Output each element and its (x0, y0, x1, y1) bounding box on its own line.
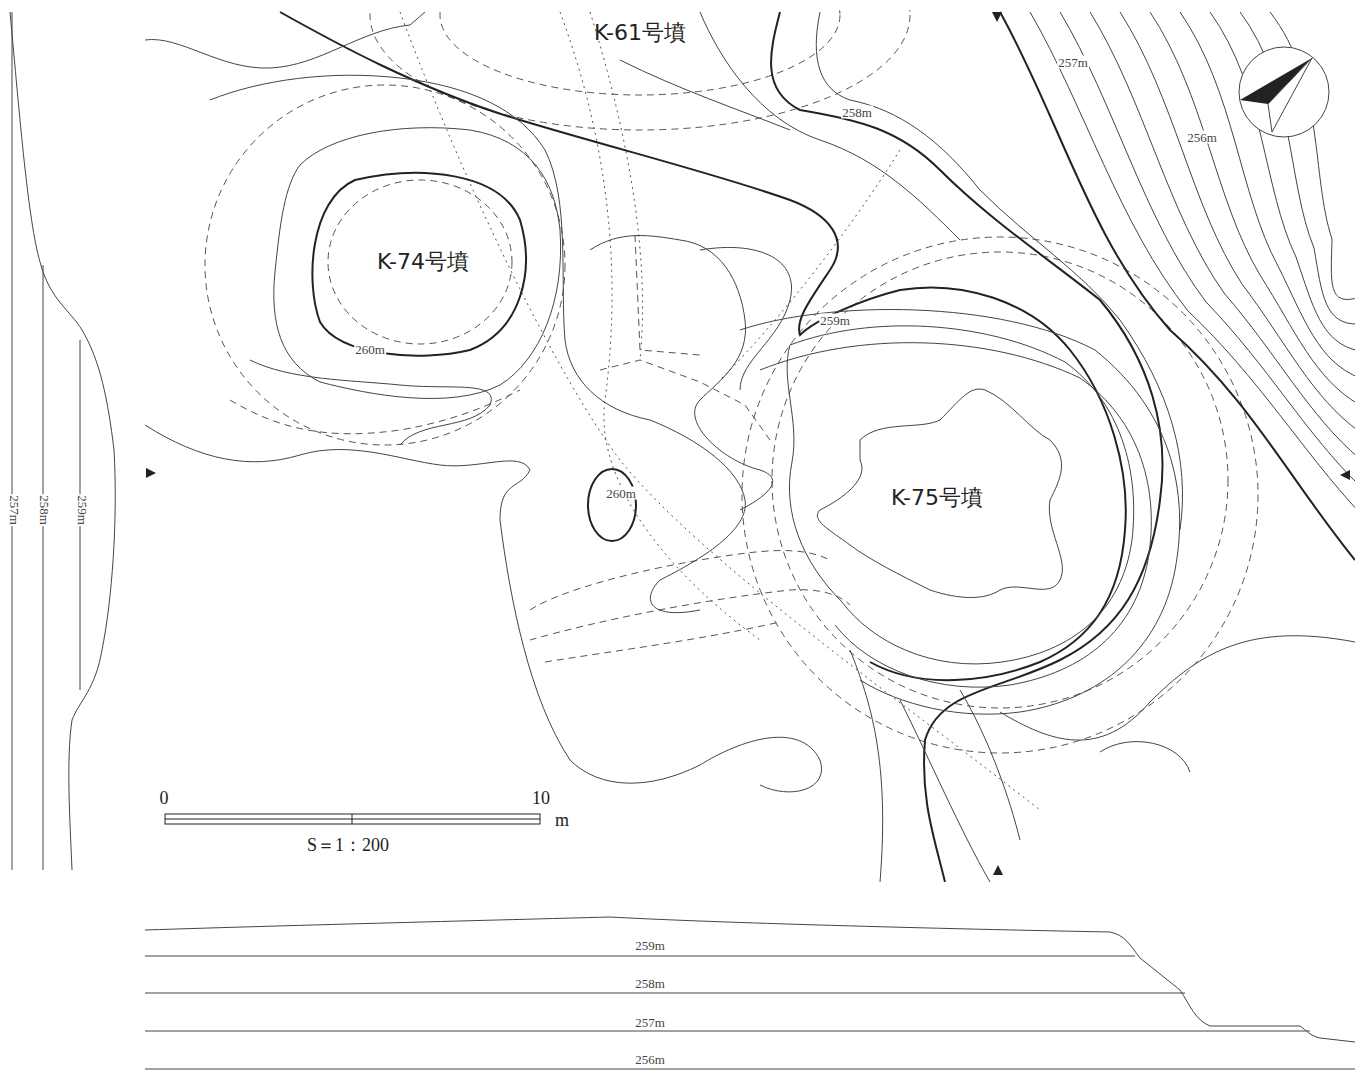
contour-label: 258m (634, 977, 666, 990)
contour-line (1210, 12, 1355, 351)
contour-label: 257m (634, 1016, 666, 1029)
contour-line (1030, 12, 1355, 513)
section-profile (10, 12, 115, 870)
contour-label: 256m (1186, 131, 1218, 144)
contour-label: 259m (634, 939, 666, 952)
contour-label: 260m (354, 343, 386, 356)
scale-label: 0 (160, 789, 169, 807)
contour-label: 257m (1057, 56, 1089, 69)
scale-label: S＝1：200 (307, 836, 389, 854)
scale-bar (165, 814, 540, 824)
mound-name: K-61号墳 (594, 22, 686, 44)
contour-line (145, 12, 1355, 882)
section-marker (146, 12, 1350, 875)
contour-line (1180, 12, 1355, 378)
contour-line (1090, 12, 1355, 459)
contour-line (1030, 12, 1355, 513)
mound-name: K-75号墳 (891, 487, 983, 509)
north-arrow (1239, 47, 1329, 137)
index-contour (280, 12, 1355, 882)
contour-line (1120, 12, 1355, 432)
scale-label: m (555, 811, 569, 829)
contour-label: 256m (634, 1053, 666, 1066)
contour-label: 258m (841, 106, 873, 119)
dotted-line (400, 12, 1040, 810)
contour-label: 259m (76, 494, 89, 526)
contour-label: 257m (8, 494, 21, 526)
contour-label: 258m (38, 494, 51, 526)
mound-outline (205, 10, 1258, 753)
scale-label: 10 (532, 789, 550, 807)
section-profile (145, 917, 1355, 1069)
contour-line (1240, 12, 1355, 324)
mound-name: K-74号墳 (377, 251, 469, 273)
contour-label: 259m (819, 314, 851, 327)
contour-line (1060, 12, 1355, 486)
contour-line (1150, 12, 1355, 405)
contour-label: 260m (605, 487, 637, 500)
